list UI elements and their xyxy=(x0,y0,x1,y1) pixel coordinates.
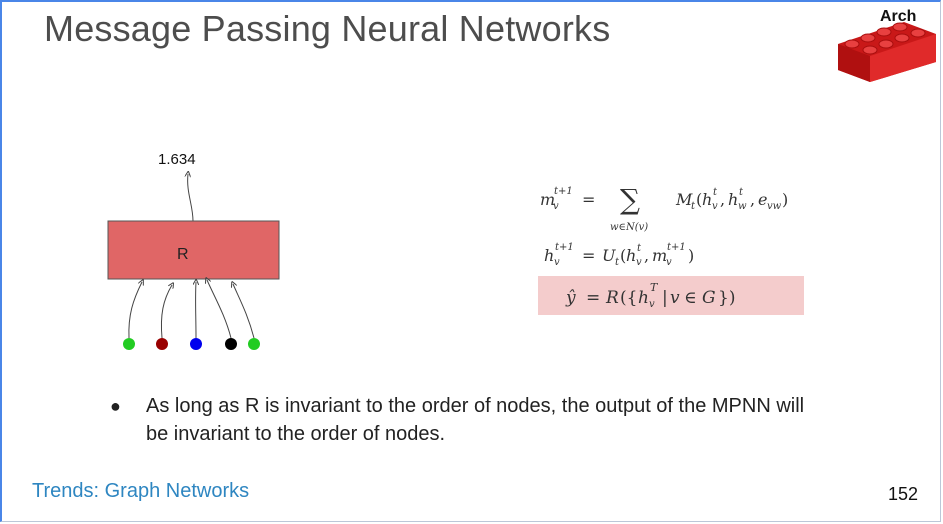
svg-text:=: = xyxy=(582,246,595,265)
svg-text:t: t xyxy=(739,187,744,198)
page-number: 152 xyxy=(888,484,919,504)
svg-text:h: h xyxy=(638,288,649,308)
svg-text:v: v xyxy=(670,288,680,308)
output-arrow xyxy=(188,174,194,222)
svg-text:∑: ∑ xyxy=(620,183,640,216)
svg-text:,: , xyxy=(750,190,755,209)
svg-text:R: R xyxy=(605,288,619,308)
svg-text:v: v xyxy=(636,257,642,268)
svg-text:∈: ∈ xyxy=(684,288,697,308)
footer-section-label: Trends: Graph Networks xyxy=(32,480,250,502)
svg-text:t: t xyxy=(615,257,620,268)
svg-text:m: m xyxy=(540,190,555,209)
brand-label: Arch xyxy=(880,8,917,25)
svg-text:h: h xyxy=(702,190,712,209)
svg-text:w∈N(v): w∈N(v) xyxy=(610,222,648,233)
lego-brick-icon xyxy=(838,22,936,82)
svg-text:t: t xyxy=(691,201,696,212)
svg-text:}): }) xyxy=(718,288,735,308)
svg-text:,: , xyxy=(644,246,649,265)
svg-text:t: t xyxy=(713,187,718,198)
svg-text:T: T xyxy=(650,281,659,294)
svg-text:v: v xyxy=(553,201,559,212)
svg-text:|: | xyxy=(662,288,668,308)
svg-text:U: U xyxy=(602,246,616,265)
svg-text:(: ( xyxy=(696,190,702,209)
svg-text:t+1: t+1 xyxy=(555,242,574,253)
svg-text:vw: vw xyxy=(767,201,782,212)
svg-text:m: m xyxy=(652,246,667,265)
bullet-dot: ● xyxy=(110,396,121,416)
svg-text:h: h xyxy=(544,246,554,265)
graph-node xyxy=(248,338,260,350)
svg-text:v: v xyxy=(649,299,655,310)
svg-text:h: h xyxy=(626,246,636,265)
svg-text:t+1: t+1 xyxy=(667,242,686,253)
svg-text:({: ({ xyxy=(620,288,637,308)
readout-box xyxy=(107,220,280,280)
svg-text:(: ( xyxy=(620,246,626,265)
svg-text:): ) xyxy=(688,246,694,265)
svg-text:w: w xyxy=(738,201,747,212)
graph-node xyxy=(190,338,202,350)
svg-text:v: v xyxy=(666,257,672,268)
bullet-text: As long as R is invariant to the order o… xyxy=(146,395,805,445)
svg-text:t+1: t+1 xyxy=(554,186,573,197)
input-arrow xyxy=(207,280,232,339)
readout-box-label: R xyxy=(177,246,189,263)
svg-text:ŷ: ŷ xyxy=(565,288,576,308)
svg-text:,: , xyxy=(720,190,725,209)
svg-text:h: h xyxy=(728,190,738,209)
svg-text:): ) xyxy=(782,190,788,209)
svg-text:t: t xyxy=(637,243,642,254)
slide-title: Message Passing Neural Networks xyxy=(44,8,611,49)
mpnn-equations: m v t+1 = ∑ w∈N(v) M t ( h v t , h w t ,… xyxy=(538,183,804,315)
graph-node xyxy=(123,338,135,350)
graph-node xyxy=(156,338,168,350)
svg-text:=: = xyxy=(582,190,595,209)
input-arrow xyxy=(128,282,142,339)
svg-text:e: e xyxy=(758,190,767,209)
input-arrow xyxy=(233,284,255,339)
svg-text:=: = xyxy=(586,288,600,308)
svg-text:M: M xyxy=(675,190,693,209)
readout-equation-highlight xyxy=(538,276,804,315)
svg-text:v: v xyxy=(554,257,560,268)
svg-text:v: v xyxy=(712,201,718,212)
graph-node xyxy=(225,338,237,350)
svg-text:G: G xyxy=(702,288,716,308)
output-value: 1.634 xyxy=(158,151,196,168)
input-arrow xyxy=(160,285,172,339)
readout-diagram: 1.634 R xyxy=(107,151,280,350)
